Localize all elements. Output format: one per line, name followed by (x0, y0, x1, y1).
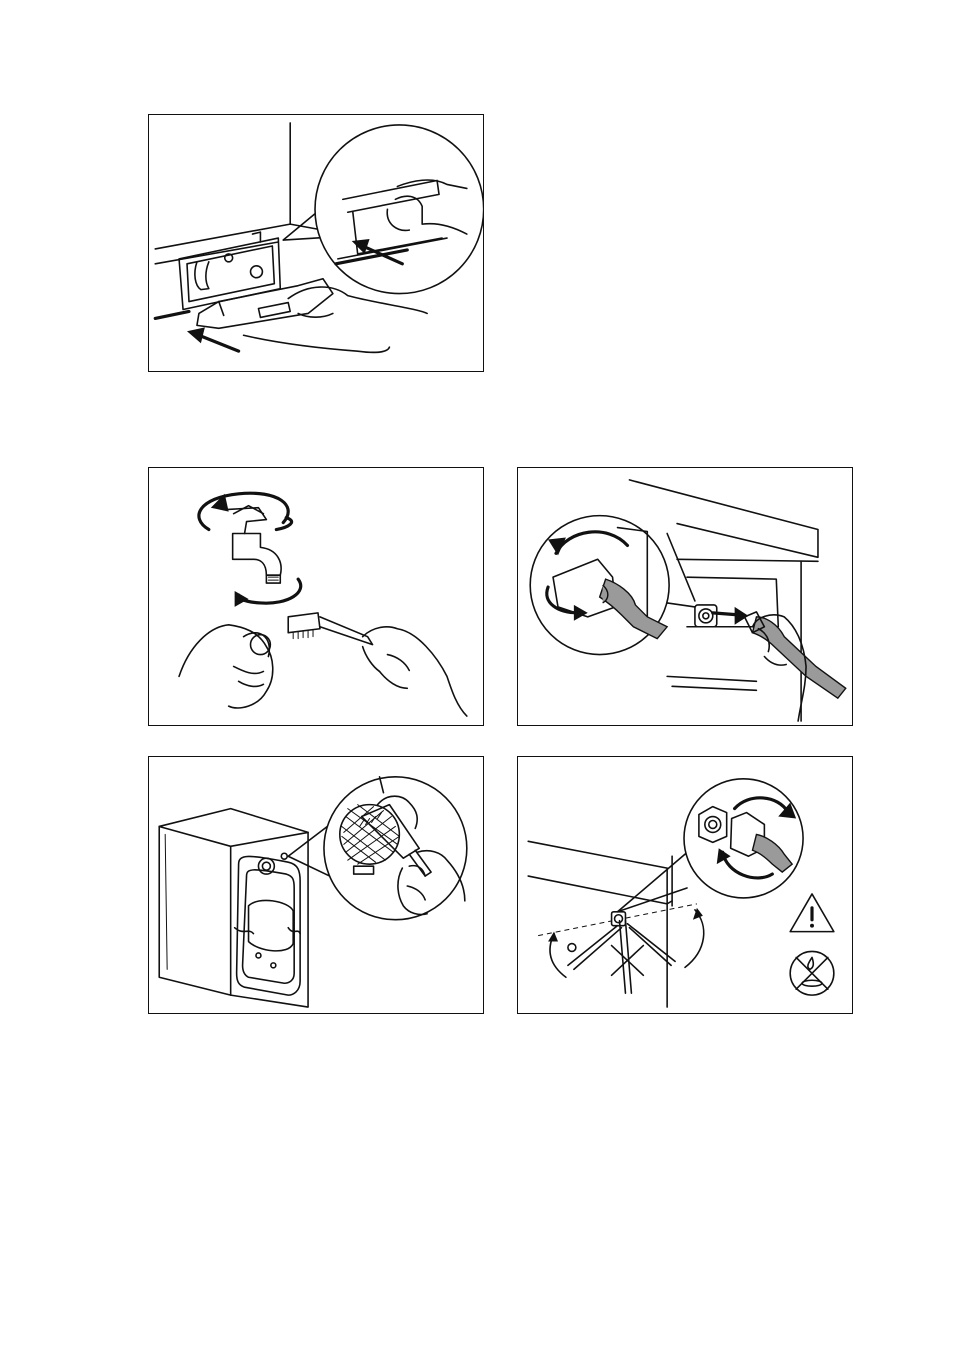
no-leak-icon (790, 951, 834, 995)
washing-machine-back-icon (159, 809, 308, 1007)
magnifier-circle-icon (618, 779, 804, 912)
water-tap-icon (224, 506, 281, 583)
hose-unscrew-illustration (518, 468, 852, 725)
pull-arrow-icon (713, 607, 749, 625)
rotate-arrow-icon (199, 493, 301, 607)
warning-triangle-icon (790, 894, 834, 932)
dispenser-illustration (149, 115, 483, 371)
push-arrow-icon (187, 327, 239, 351)
fig-tap-cleaning (148, 467, 484, 726)
magnifier-circle-icon (283, 125, 483, 294)
inlet-hose-icon (568, 912, 675, 993)
brush-icon (288, 613, 372, 645)
fig-dispenser-removal (148, 114, 484, 372)
filter-cleaning-illustration (149, 757, 483, 1013)
tap-cleaning-illustration (149, 468, 483, 725)
fig-inlet-filter-cleaning (148, 756, 484, 1014)
fig-hose-reconnect (517, 756, 853, 1014)
fig-inlet-hose-unscrew (517, 467, 853, 726)
hand-icon (179, 625, 467, 716)
inlet-hose-icon (695, 605, 846, 698)
hose-reconnect-illustration (518, 757, 852, 1013)
magnifier-circle-icon (288, 777, 467, 920)
